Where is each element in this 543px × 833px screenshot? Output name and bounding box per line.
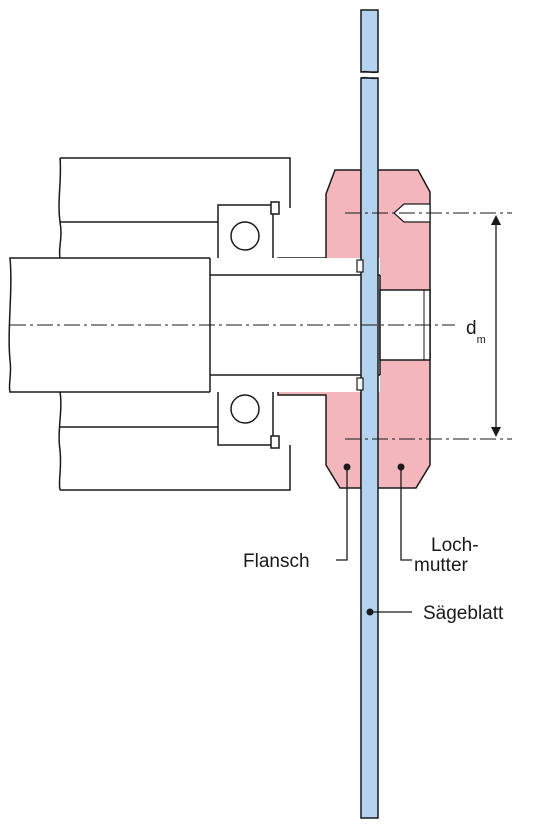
saw-blade [360, 9, 379, 819]
leader-lines [336, 467, 412, 613]
pin-top [356, 259, 364, 273]
lochmutter-label-line2: mutter [414, 555, 469, 576]
nut-marker-dot [397, 463, 405, 471]
housing [58, 157, 291, 491]
lochmutter-label-line1: Loch- [431, 535, 479, 556]
saegeblatt-label: Sägeblatt [423, 603, 504, 624]
bearing-bottom [217, 386, 280, 449]
blade-marker-dot [366, 608, 374, 616]
flansch-label: Flansch [243, 551, 310, 572]
dimension-label: dm [466, 318, 486, 346]
pin-bottom [356, 377, 364, 391]
flange-marker-dot [343, 463, 351, 471]
bearing-top [217, 201, 280, 264]
center-lines [10, 212, 512, 440]
